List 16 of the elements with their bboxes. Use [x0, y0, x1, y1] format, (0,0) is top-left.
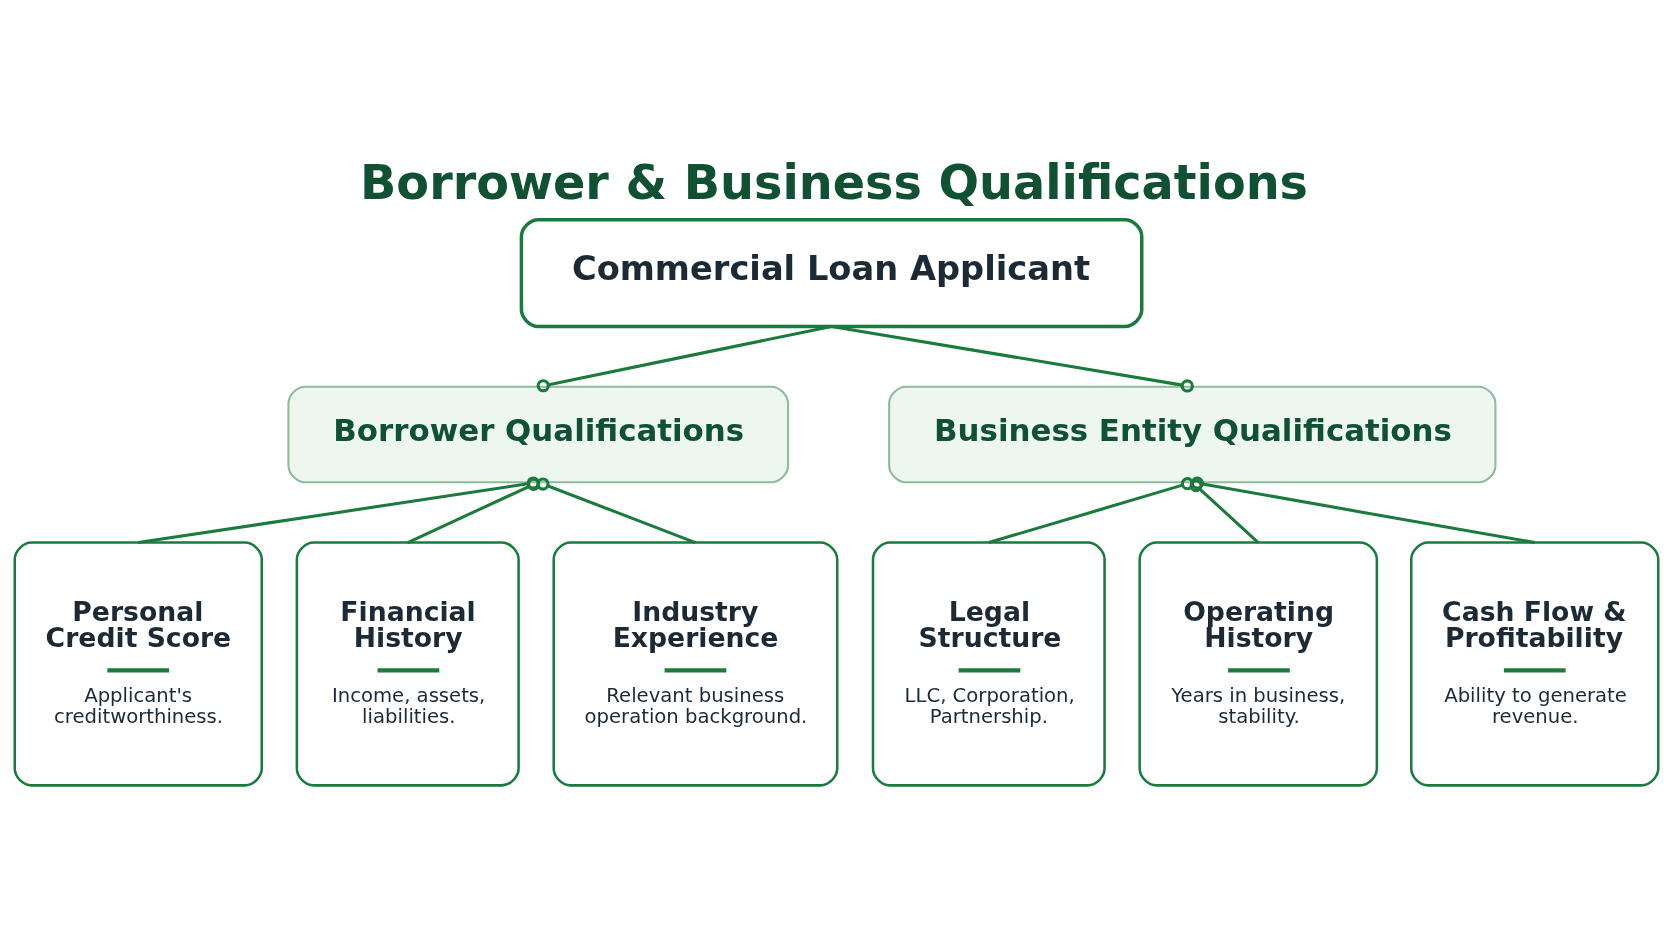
node-box: Commercial Loan Applicant [519, 217, 1143, 328]
connector [987, 476, 1194, 544]
node-box: Operating History Years in business, stability. [1137, 540, 1378, 787]
connector [535, 476, 696, 544]
connector [1190, 476, 1535, 544]
node-box: Legal Structure LLC, Corporation, Partnership. [871, 540, 1106, 787]
connector [1188, 478, 1259, 544]
node-box: Personal Credit Score Applicant's creditworthiness. [13, 540, 263, 787]
node-box: Borrower Qualifications [286, 385, 789, 483]
node-box: Cash Flow & Profitability Ability to generate revenue. [1409, 540, 1659, 787]
node-box: Industry Experience Relevant business operation background. [551, 540, 838, 787]
connector [137, 475, 540, 544]
connector [406, 477, 540, 544]
diagram-title: Borrower & Business Qualifications [359, 154, 1308, 210]
node-box: Business Entity Qualifications [887, 385, 1496, 483]
node-box: Financial History Income, assets, liabilities. [295, 540, 520, 787]
